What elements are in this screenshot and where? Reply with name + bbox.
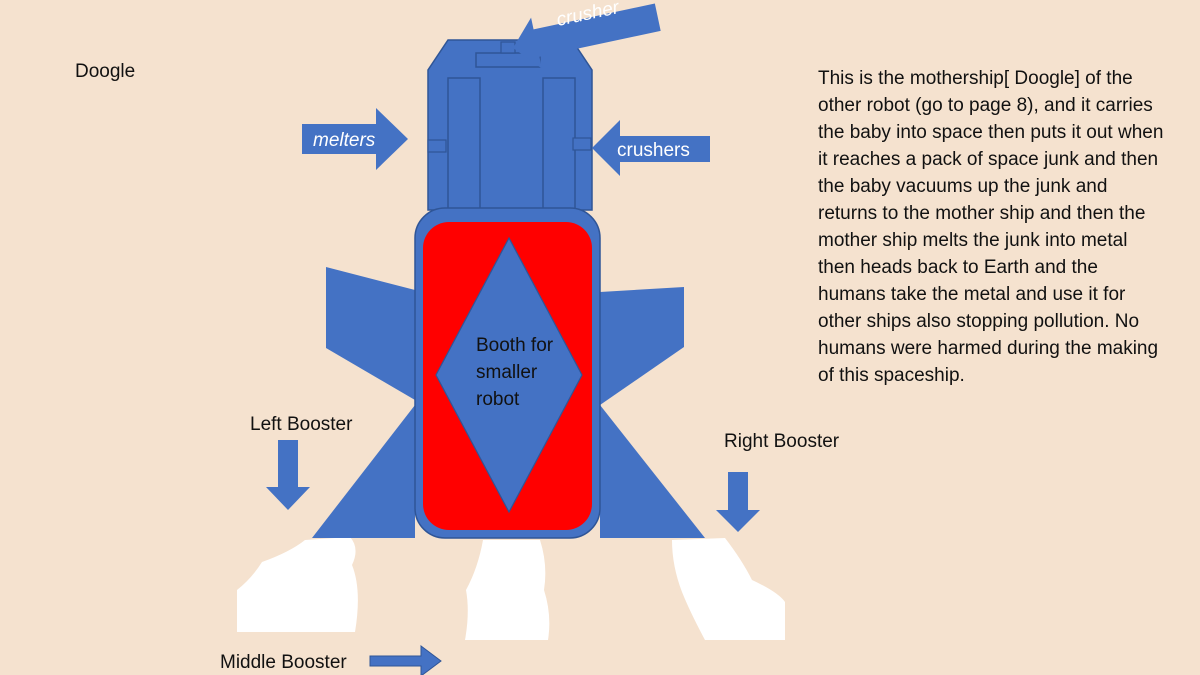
left-upper-fin [326, 267, 415, 400]
title-doogle: Doogle [75, 61, 136, 82]
melters-label: melters [313, 130, 376, 151]
middle-exhaust-plume [465, 540, 550, 640]
left-melter-bar [447, 77, 481, 217]
left-booster-fin [312, 405, 415, 538]
left-exhaust-plume [237, 537, 358, 632]
right-upper-fin [600, 287, 684, 405]
left-melter-clip [427, 139, 447, 153]
right-crusher-bar [542, 77, 576, 217]
top-crusher-knob [500, 41, 516, 54]
booth-label-line1: Booth for [476, 335, 554, 356]
crushers-label: crushers [617, 140, 690, 161]
booth-diamond [435, 236, 583, 514]
booth-label-line3: robot [476, 389, 520, 410]
left-booster-arrow [266, 440, 310, 510]
right-exhaust-plume [672, 538, 785, 640]
right-booster-fin [600, 405, 705, 538]
right-booster-arrow [716, 472, 760, 532]
middle-booster-arrow [369, 645, 442, 675]
booth-label-line2: smaller [476, 362, 538, 383]
right-booster-label: Right Booster [724, 431, 840, 452]
middle-booster-label: Middle Booster [220, 652, 347, 673]
crushers-arrow [592, 120, 710, 176]
left-booster-label: Left Booster [250, 414, 353, 435]
description-text: This is the mothership[ Doogle] of the o… [818, 68, 1164, 386]
melters-arrow [302, 108, 408, 170]
crusher-callout-arrow [513, 3, 661, 69]
right-crusher-clip [572, 137, 592, 151]
